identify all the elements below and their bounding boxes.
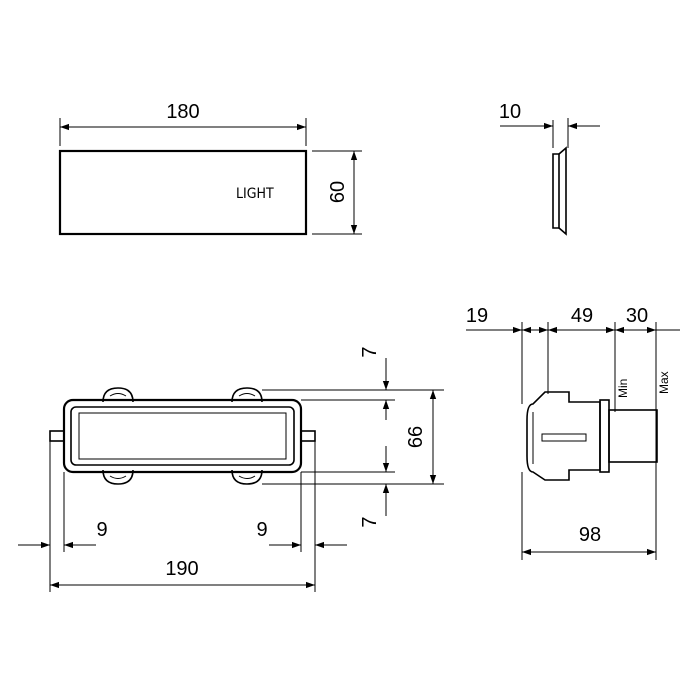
mounting-tab <box>102 387 134 403</box>
dimension-c-label: 30 <box>626 305 648 327</box>
mount-housing <box>526 391 601 481</box>
dimension-overall-width-label: 190 <box>165 558 198 580</box>
dimension-tab-top-label: 7 <box>359 346 381 357</box>
lens-area <box>78 412 287 460</box>
side-view-profile: 10 <box>499 101 600 236</box>
max-label: Max <box>657 371 671 394</box>
front-view: LIGHT 180 60 <box>58 101 362 236</box>
dimension-a-label: 19 <box>466 305 488 327</box>
lamp-face-text: LIGHT <box>236 186 274 202</box>
dimension-thickness-label: 10 <box>499 101 521 123</box>
dimension-height-label: 66 <box>405 426 427 448</box>
dimension-height-label: 60 <box>327 181 349 203</box>
mount-flange <box>599 399 610 473</box>
mounting-tab <box>231 387 263 403</box>
min-label: Min <box>616 379 630 398</box>
mount-slot <box>541 433 587 442</box>
profile-body <box>552 153 560 229</box>
lamp-face-outline <box>58 149 308 236</box>
dimension-overall-depth-label: 98 <box>579 524 601 546</box>
mounting-tab <box>102 469 134 485</box>
mount-rear <box>608 409 658 463</box>
side-pin-right <box>300 430 316 442</box>
side-pin-left <box>49 430 65 442</box>
profile-lens <box>558 146 567 236</box>
bottom-view: 7 66 7 9 9 190 <box>18 346 444 592</box>
dimension-offset-right-label: 9 <box>256 519 267 541</box>
housing-inner <box>70 406 295 466</box>
dimension-width-label: 180 <box>166 101 199 123</box>
housing-outer <box>62 398 303 474</box>
dimension-tab-bottom-label: 7 <box>359 516 381 527</box>
mounting-tabs <box>102 387 263 485</box>
side-view-mounting: Min Max 19 49 30 98 <box>466 305 680 560</box>
dimension-offset-left-label: 9 <box>96 519 107 541</box>
dimension-b-label: 49 <box>571 305 593 327</box>
mounting-tab <box>231 469 263 485</box>
